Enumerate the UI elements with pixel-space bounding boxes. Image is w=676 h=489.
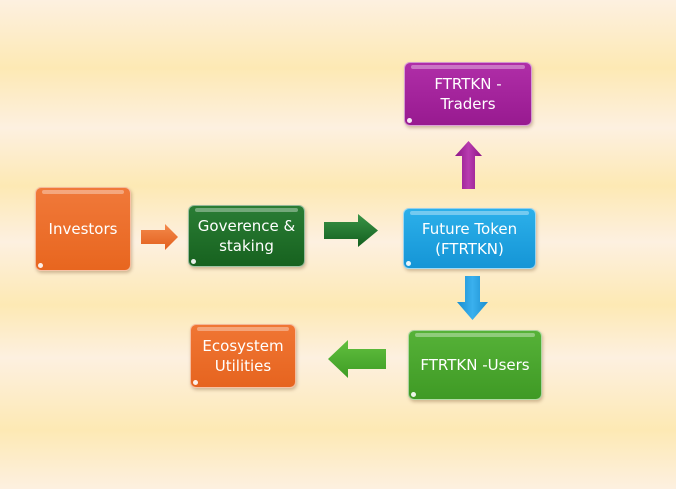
arrow-right-icon — [141, 224, 178, 250]
arrow-governance-to-future-token — [324, 214, 378, 247]
arrow-right-icon — [324, 214, 378, 247]
arrow-up-icon — [455, 141, 482, 189]
node-investors-label: Investors — [48, 220, 118, 238]
arrow-future-token-to-users — [457, 276, 488, 320]
arrow-users-to-ecosystem — [328, 340, 386, 378]
node-traders: FTRTKN - Traders — [404, 62, 532, 126]
node-traders-label: FTRTKN - Traders — [434, 75, 502, 113]
node-users-label: FTRTKN -Users — [420, 356, 530, 374]
node-governance-label: Goverence & staking — [197, 217, 296, 255]
arrow-down-icon — [457, 276, 488, 320]
arrow-future-token-to-traders — [455, 141, 482, 189]
arrow-investors-to-governance — [141, 224, 178, 250]
node-ecosystem-label: Ecosystem Utilities — [202, 337, 284, 375]
node-users: FTRTKN -Users — [408, 330, 542, 400]
node-ecosystem-utilities: Ecosystem Utilities — [190, 324, 296, 388]
node-future-token: Future Token (FTRTKN) — [403, 208, 536, 269]
node-governance-staking: Goverence & staking — [188, 205, 305, 267]
node-future-token-label: Future Token (FTRTKN) — [421, 219, 518, 258]
arrow-left-icon — [328, 340, 386, 378]
node-investors: Investors — [35, 187, 131, 271]
